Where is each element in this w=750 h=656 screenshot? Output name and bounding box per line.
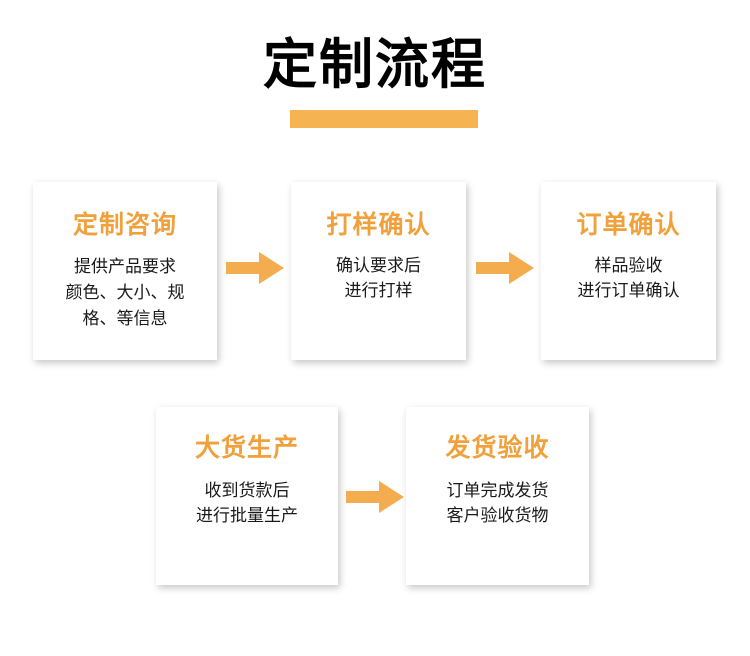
process-step-card-3: 订单确认 样品验收 进行订单确认 [541, 182, 716, 360]
arrow-right-icon [476, 252, 534, 284]
process-step-card-1: 定制咨询 提供产品要求 颜色、大小、规 格、等信息 [33, 182, 217, 360]
process-step-card-4: 大货生产 收到货款后 进行批量生产 [156, 407, 338, 585]
description-line: 进行订单确认 [577, 281, 680, 301]
process-step-title-4: 大货生产 [194, 433, 299, 462]
description-line: 进行打样 [344, 281, 413, 301]
description-line: 颜色、大小、规 [65, 283, 185, 303]
page-title-block: 定制流程 [0, 32, 750, 96]
page-title: 定制流程 [263, 32, 487, 96]
process-step-description-3: 样品验收 进行订单确认 [578, 254, 680, 304]
process-step-title-5: 发货验收 [445, 433, 550, 462]
process-step-description-1: 提供产品要求 颜色、大小、规 格、等信息 [66, 254, 185, 332]
description-line: 收到货款后 [204, 481, 290, 501]
arrow-right-icon [346, 481, 404, 513]
description-line: 客户验收货物 [446, 506, 549, 526]
process-step-title-3: 订单确认 [576, 210, 681, 239]
description-line: 样品验收 [594, 256, 663, 276]
process-step-description-2: 确认要求后 进行打样 [336, 254, 421, 304]
description-line: 进行批量生产 [196, 506, 298, 526]
process-step-title-2: 打样确认 [326, 210, 431, 239]
process-step-card-5: 发货验收 订单完成发货 客户验收货物 [406, 407, 589, 585]
process-step-title-1: 定制咨询 [72, 210, 177, 239]
process-step-description-5: 订单完成发货 客户验收货物 [447, 479, 549, 529]
description-line: 订单完成发货 [446, 481, 549, 501]
arrow-right-icon [226, 252, 284, 284]
title-underline-bar [290, 110, 478, 128]
description-line: 提供产品要求 [74, 257, 176, 277]
description-line: 确认要求后 [336, 256, 421, 276]
process-step-description-4: 收到货款后 进行批量生产 [196, 479, 298, 529]
process-step-card-2: 打样确认 确认要求后 进行打样 [291, 182, 466, 360]
description-line: 格、等信息 [82, 309, 168, 329]
